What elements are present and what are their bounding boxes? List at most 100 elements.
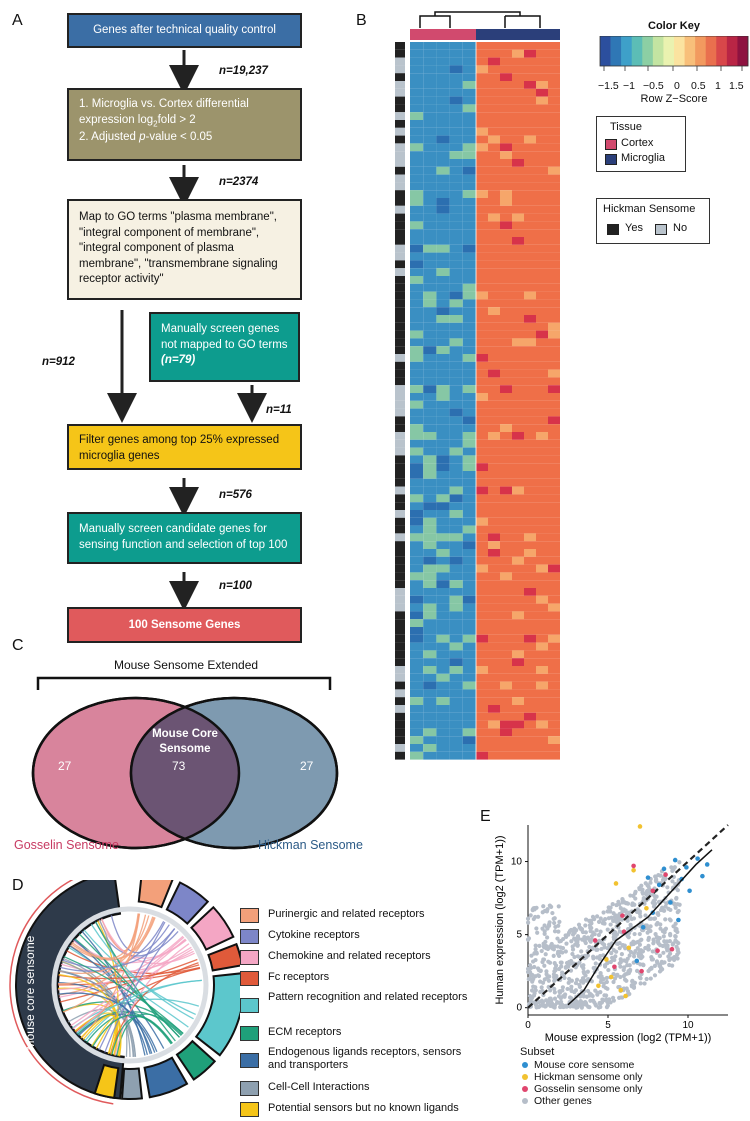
heatmap-cell xyxy=(476,400,488,409)
heatmap-cell xyxy=(536,307,548,315)
point-other xyxy=(638,948,643,954)
heatmap-cell xyxy=(548,744,560,752)
heatmap-cell xyxy=(476,237,488,245)
heatmap-cell xyxy=(512,276,524,284)
heatmap-cell xyxy=(500,541,512,549)
point-other xyxy=(566,980,571,985)
heatmap-cell xyxy=(512,221,524,230)
heatmap-cell xyxy=(536,564,548,573)
venn-title: Mouse Sensome Extended xyxy=(113,658,259,672)
heatmap-cell xyxy=(449,689,463,698)
heatmap-cell xyxy=(500,494,512,503)
heatmap-cell xyxy=(410,213,424,222)
point-other xyxy=(547,974,552,979)
scatter-legend-label: Hickman sensome only xyxy=(534,1071,643,1083)
point-other xyxy=(543,939,548,944)
heatmap-cell xyxy=(410,517,424,526)
heatmap-cell xyxy=(524,338,536,347)
heatmap-cell xyxy=(462,252,476,261)
point-other xyxy=(612,957,617,963)
heatmap-cell xyxy=(449,42,463,50)
chord-link xyxy=(57,967,201,986)
heatmap-cell xyxy=(488,463,500,471)
point-other xyxy=(597,1001,603,1007)
point-gosselin-sensome-only xyxy=(631,863,636,869)
heatmap-cell xyxy=(423,174,437,183)
heatmap-cell xyxy=(436,471,450,479)
tissue-label-microglia: Microglia xyxy=(621,152,666,164)
heatmap-cell xyxy=(436,502,450,510)
chord-legend-swatch xyxy=(240,1081,259,1096)
point-other xyxy=(620,943,625,948)
heatmap-cell xyxy=(500,424,512,432)
heatmap-cell xyxy=(476,283,488,292)
venn-overlap xyxy=(131,698,239,848)
hickman-annot-cell xyxy=(395,166,405,175)
heatmap-cell xyxy=(423,81,437,89)
heatmap-cell xyxy=(524,42,536,50)
heatmap-cell xyxy=(512,705,524,713)
heatmap-cell xyxy=(410,478,424,487)
heatmap-cell xyxy=(449,127,463,136)
hickman-annot-cell xyxy=(395,463,405,471)
point-other xyxy=(632,891,638,896)
point-other xyxy=(600,941,605,946)
heatmap-cell xyxy=(524,439,536,448)
heatmap-cell xyxy=(488,244,500,253)
heatmap-cell xyxy=(500,720,512,729)
point-other xyxy=(617,961,622,966)
heatmap-cell xyxy=(500,307,512,315)
heatmap-cell xyxy=(476,556,488,565)
heatmap-cell xyxy=(524,88,536,97)
point-other xyxy=(584,978,589,983)
heatmap-cell xyxy=(423,658,437,666)
heatmap-cell xyxy=(410,595,424,604)
hickman-annot-cell xyxy=(395,650,405,659)
heatmap-cell xyxy=(436,564,450,573)
heatmap-cell xyxy=(462,151,476,159)
heatmap-cell xyxy=(524,502,536,510)
point-gosselin-sensome-only xyxy=(669,946,675,952)
heatmap-cell xyxy=(536,96,548,105)
hickman-annot-cell xyxy=(395,744,405,752)
category-arc xyxy=(190,905,235,951)
heatmap-cell xyxy=(423,346,437,354)
heatmap-cell xyxy=(524,712,536,721)
point-other xyxy=(573,980,579,986)
heatmap-cell xyxy=(436,322,450,331)
heatmap-cell xyxy=(462,705,476,713)
heatmap-cell xyxy=(536,205,548,214)
heatmap-cell xyxy=(500,510,512,518)
heatmap-cell xyxy=(462,127,476,136)
y-tick-label: 0 xyxy=(516,1003,522,1014)
heatmap-cell xyxy=(488,237,500,245)
point-other xyxy=(610,995,616,1000)
point-other xyxy=(583,940,588,946)
heatmap-cell xyxy=(462,681,476,690)
heatmap-cell xyxy=(410,174,424,183)
heatmap-cell xyxy=(512,229,524,237)
point-other xyxy=(623,901,629,906)
heatmap-cell xyxy=(410,299,424,308)
heatmap-cell xyxy=(449,322,463,331)
heatmap-cell xyxy=(524,697,536,705)
heatmap-cell xyxy=(423,400,437,409)
heatmap-cell xyxy=(436,57,450,66)
heatmap-cell xyxy=(423,416,437,425)
point-other xyxy=(577,984,583,990)
point-other xyxy=(566,964,571,969)
heatmap-cell xyxy=(524,65,536,74)
heatmap-cell xyxy=(548,572,560,581)
heatmap-cell xyxy=(436,65,450,74)
heatmap-cell xyxy=(462,135,476,144)
heatmap-cell xyxy=(500,369,512,378)
heatmap-cell xyxy=(423,96,437,105)
heatmap-cell xyxy=(423,244,437,253)
heatmap-cell xyxy=(423,681,437,690)
heatmap-cell xyxy=(524,244,536,253)
point-other xyxy=(652,973,658,978)
heatmap-cell xyxy=(423,182,437,191)
point-other xyxy=(529,988,535,993)
heatmap-cell xyxy=(462,49,476,58)
heatmap-cell xyxy=(449,73,463,81)
